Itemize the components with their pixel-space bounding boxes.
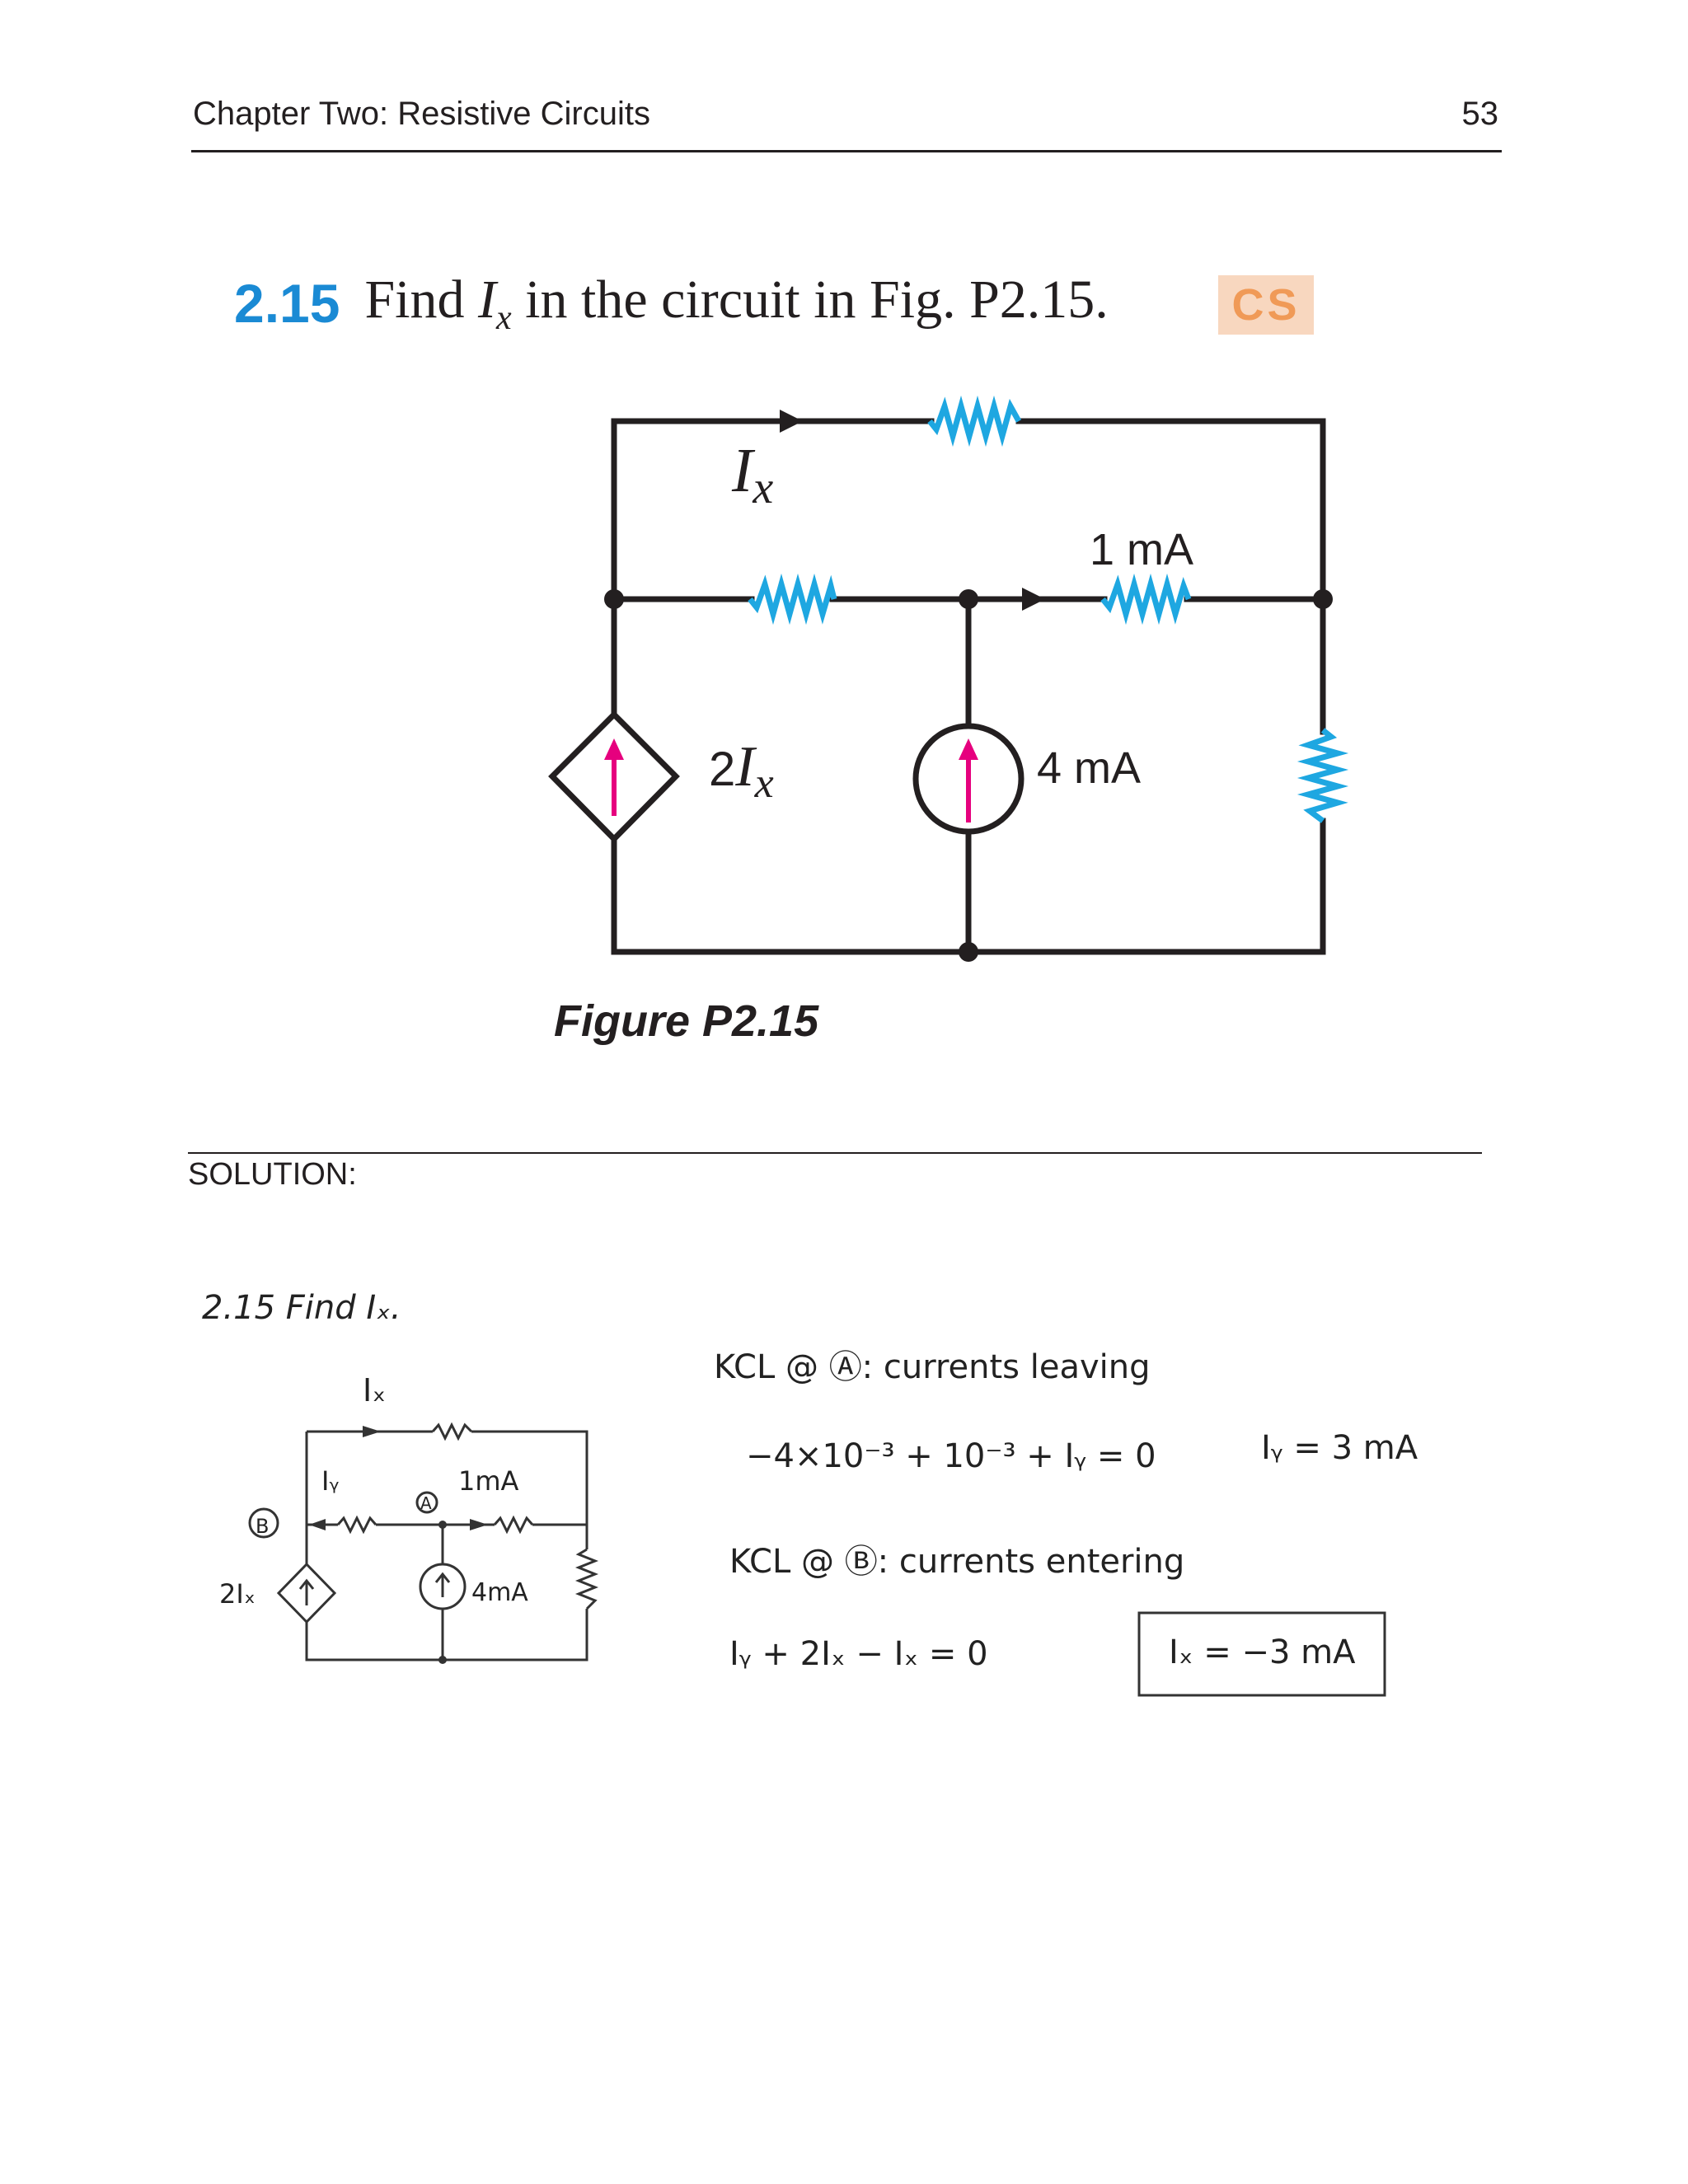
sketch-4ma: 4mA [471, 1578, 528, 1607]
sketch-ix: Iₓ [363, 1372, 386, 1408]
node-center-mid [959, 589, 978, 609]
node-a-icon [415, 1491, 438, 1514]
label-4ma: 4 mA [1037, 743, 1141, 793]
node-b-icon [248, 1507, 279, 1539]
problem-number: 2.15 [234, 273, 340, 335]
ix-arrow-icon [780, 410, 803, 433]
kcl-a-equation: −4×10⁻³ + 10⁻³ + Iᵧ = 0 [746, 1437, 1156, 1475]
cs-badge: CS [1218, 275, 1314, 335]
solution-divider [188, 1152, 1482, 1154]
iy-result: Iᵧ = 3 mA [1261, 1429, 1418, 1467]
dep-arrow-icon [604, 738, 624, 816]
sketch-2ix: 2Iₓ [219, 1578, 256, 1610]
kcl-a-line: KCL @ Ⓐ: currents leaving [714, 1348, 1151, 1386]
circuit-figure: Ix 1 mA 2Ix 4 mA [548, 395, 1349, 962]
sketch-1ma: 1mA [458, 1465, 519, 1497]
ix-answer: Iₓ = −3 mA [1169, 1633, 1356, 1671]
nodes [604, 589, 1333, 962]
label-dep-source: 2Ix [709, 735, 774, 807]
node-right-mid [1313, 589, 1333, 609]
sketch-node-a: A [420, 1493, 432, 1513]
sketch-iy: Iᵧ [321, 1465, 339, 1497]
source-arrow-icon [959, 738, 978, 823]
problem-statement: 2.15 Find Ix in the circuit in Fig. P2.15… [234, 269, 1109, 338]
label-1ma: 1 mA [1090, 525, 1193, 574]
kcl-b-line: KCL @ Ⓑ: currents entering [729, 1543, 1184, 1581]
node-center-bottom [959, 942, 978, 962]
page-number: 53 [1461, 96, 1499, 132]
resistors [748, 395, 1349, 823]
wires [611, 418, 1326, 955]
resistor-1ma [1100, 573, 1192, 626]
one-ma-arrow-icon [1022, 588, 1045, 611]
sketch-circuit [248, 1422, 599, 1661]
resistor-right [1296, 728, 1349, 823]
solution-label: SOLUTION: [188, 1157, 357, 1192]
answer-box [1137, 1611, 1386, 1697]
resistor-mid-left [748, 573, 837, 626]
page-header: Chapter Two: Resistive Circuits 53 [191, 92, 1502, 152]
sketch-node-b: B [256, 1515, 269, 1538]
figure-caption: Figure P2.15 [554, 996, 819, 1046]
chapter-title: Chapter Two: Resistive Circuits [193, 96, 650, 132]
label-ix: Ix [731, 436, 773, 513]
solution-title: 2.15 Find Iₓ. [202, 1289, 401, 1327]
handwritten-solution: 2.15 Find Iₓ. Iₓ Iᵧ 1mA A B 2Iₓ 4mA KCL … [202, 1289, 1418, 1697]
resistor-top [927, 395, 1022, 448]
problem-text: Find Ix in the circuit in Fig. P2.15. [364, 269, 1109, 338]
kcl-b-equation: Iᵧ + 2Iₓ − Iₓ = 0 [729, 1635, 988, 1673]
node-left-mid [604, 589, 624, 609]
